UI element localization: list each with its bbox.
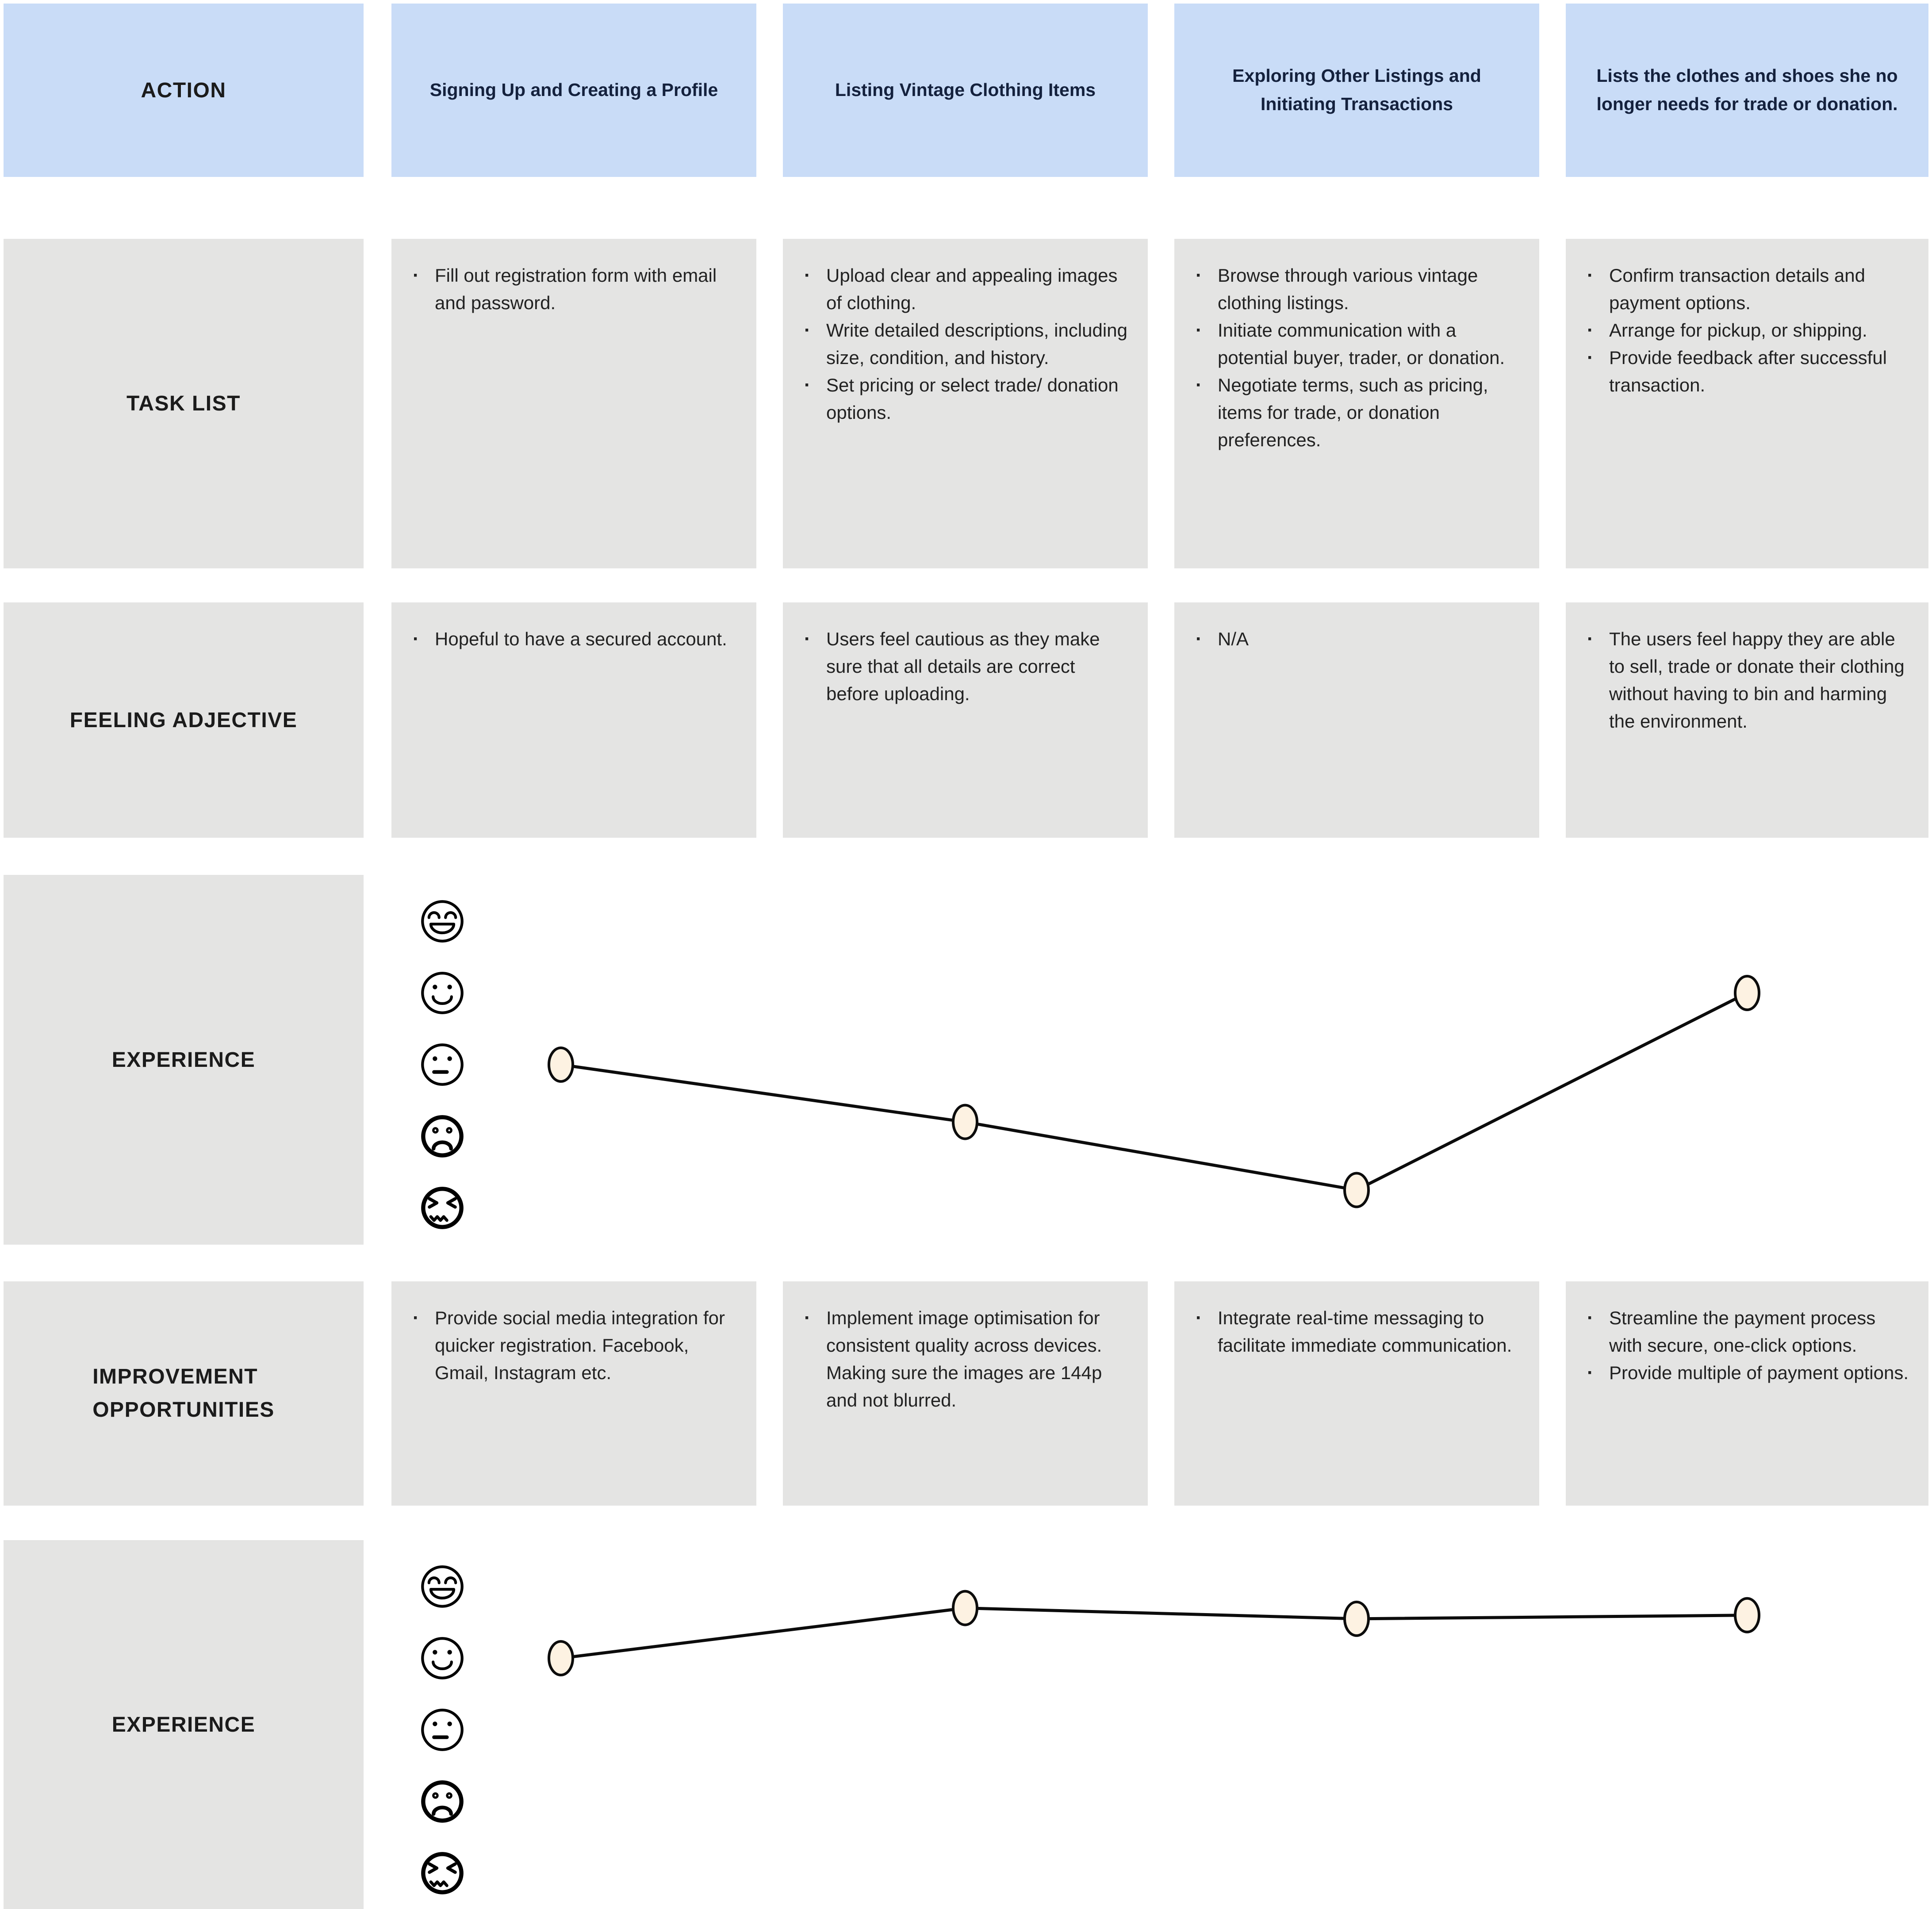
action-row: ACTION Signing Up and Creating a Profile… [0,4,1932,177]
experience1-chart-area [0,875,1932,1245]
task-item: Initiate communication with a potential … [1193,317,1522,372]
task-list-col1: Fill out registration form with email an… [391,239,756,568]
experience-point [548,1046,574,1083]
task-list-row: TASK LIST Fill out registration form wit… [0,239,1932,568]
feeling-adjective-row: FEELING ADJECTIVE Hopeful to have a secu… [0,602,1932,838]
task-list-col3: Browse through various vintage clothing … [1174,239,1539,568]
experience-line-chart-1 [548,975,1760,1208]
improvement-item: Provide multiple of payment options. [1584,1359,1911,1387]
experience2-row-label-cell: EXPERIENCE [4,1540,364,1909]
experience2-chart-area [0,1540,1932,1909]
experience-row-1: EXPERIENCE [0,875,1932,1245]
feeling-item: N/A [1193,625,1522,653]
improvement-opportunities-row: IMPROVEMENT OPPORTUNITIES Provide social… [0,1281,1932,1506]
feeling-col4: The users feel happy they are able to se… [1566,602,1928,838]
row-label: FEELING ADJECTIVE [69,708,298,732]
row-label: ACTION [141,78,226,102]
phase-header-exploring-listings: Exploring Other Listings and Initiating … [1174,4,1539,177]
task-item: Set pricing or select trade/ donation op… [801,372,1130,426]
improvement-item: Integrate real-time messaging to facilit… [1193,1304,1522,1359]
row-label: EXPERIENCE [111,1048,256,1072]
task-item: Fill out registration form with email an… [410,262,739,317]
feeling-item: Users feel cautious as they make sure th… [801,625,1130,708]
improvement-col1: Provide social media integration for qui… [391,1281,756,1506]
row-label: TASK LIST [126,392,241,415]
feeling-col1: Hopeful to have a secured account. [391,602,756,838]
task-item: Provide feedback after successful transa… [1584,344,1911,399]
phase-header-listing-items: Listing Vintage Clothing Items [783,4,1148,177]
improvement-col3: Integrate real-time messaging to facilit… [1174,1281,1539,1506]
improvement-row-label-cell: IMPROVEMENT OPPORTUNITIES [4,1281,364,1506]
row-label: EXPERIENCE [111,1713,256,1736]
task-item: Negotiate terms, such as pricing, items … [1193,372,1522,454]
experience-point [1343,1172,1370,1208]
task-item: Upload clear and appealing images of clo… [801,262,1130,317]
feeling-item: The users feel happy they are able to se… [1584,625,1911,735]
improvement-item: Streamline the payment process with secu… [1584,1304,1911,1359]
row-label: IMPROVEMENT OPPORTUNITIES [92,1365,275,1422]
experience-row-2: EXPERIENCE [0,1540,1932,1909]
experience1-row-label-cell: EXPERIENCE [4,875,364,1245]
task-list-col4: Confirm transaction details and payment … [1566,239,1928,568]
task-item: Browse through various vintage clothing … [1193,262,1522,317]
feeling-item: Hopeful to have a secured account. [410,625,739,653]
task-item: Write detailed descriptions, including s… [801,317,1130,372]
task-item: Confirm transaction details and payment … [1584,262,1911,317]
experience-point [952,1590,978,1626]
improvement-col4: Streamline the payment process with secu… [1566,1281,1928,1506]
task-item: Arrange for pickup, or shipping. [1584,317,1911,344]
experience-point [1734,1597,1760,1633]
improvement-item: Implement image optimisation for consist… [801,1304,1130,1414]
task-list-row-label-cell: TASK LIST [4,239,364,568]
task-list-col2: Upload clear and appealing images of clo… [783,239,1148,568]
improvement-item: Provide social media integration for qui… [410,1304,739,1387]
feeling-col2: Users feel cautious as they make sure th… [783,602,1148,838]
experience-point [1734,975,1760,1011]
phase-header-lists-clothes: Lists the clothes and shoes she no longe… [1566,4,1928,177]
experience-point [1343,1600,1370,1637]
feeling-col3: N/A [1174,602,1539,838]
experience-point [952,1104,978,1140]
phase-header-signing-up: Signing Up and Creating a Profile [391,4,756,177]
improvement-col2: Implement image optimisation for consist… [783,1281,1148,1506]
experience-point [548,1640,574,1676]
experience-line-chart-2 [548,1590,1760,1676]
feeling-row-label-cell: FEELING ADJECTIVE [4,602,364,838]
action-row-label-cell: ACTION [4,4,364,177]
